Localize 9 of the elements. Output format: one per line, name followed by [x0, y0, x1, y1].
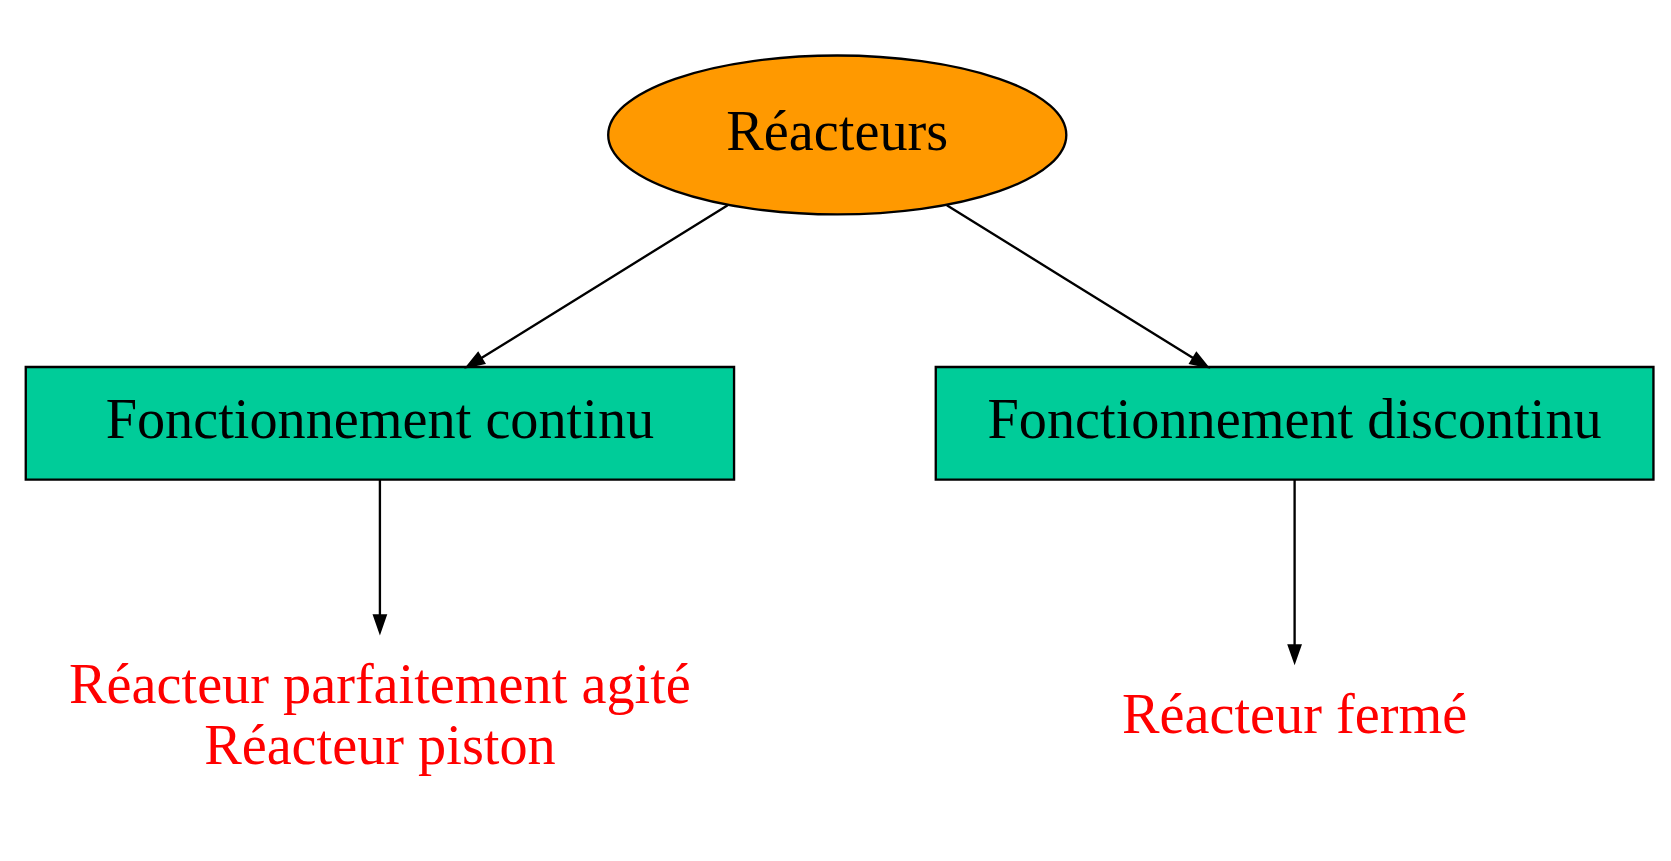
node-text: Réacteur parfaitement agité Réacteur piston — [69, 652, 691, 776]
arrow — [946, 204, 1211, 369]
node-box: Fonctionnement discontinu — [934, 365, 1655, 481]
node-box: Fonctionnement continu — [24, 365, 736, 481]
arrow — [464, 204, 729, 369]
arrow — [1287, 479, 1302, 666]
node-text: Réacteur fermé — [1122, 683, 1468, 746]
arrow — [372, 479, 388, 636]
node-ellipse: Réacteurs — [607, 54, 1068, 216]
